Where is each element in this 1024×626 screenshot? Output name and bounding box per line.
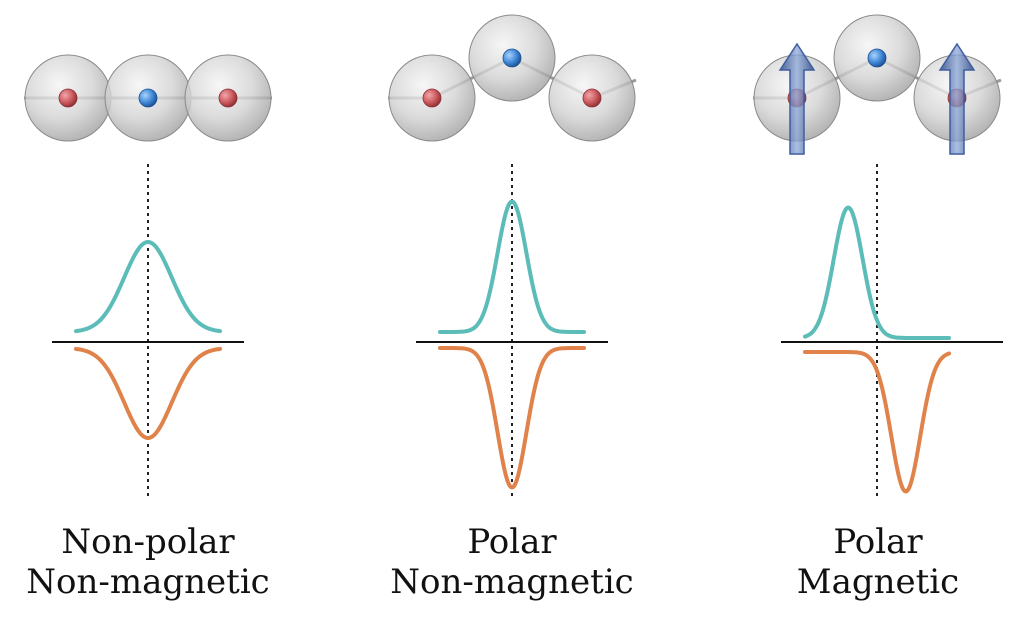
side-atom: [218, 88, 238, 108]
panel-1-label-line1: Non-polar: [61, 522, 235, 562]
spin-up-curve: [438, 199, 586, 334]
center-atom: [138, 88, 158, 108]
side-atom: [58, 88, 78, 108]
panel-1-label-line2: Non-magnetic: [26, 562, 270, 602]
spin-down-curve: [74, 346, 222, 441]
panel-2-label-line2: Non-magnetic: [390, 562, 634, 602]
spin-down-curve: [438, 346, 586, 490]
panel-2: [388, 14, 637, 500]
center-atom: [867, 48, 887, 68]
panel-1: [24, 54, 272, 500]
spin-up-curve: [803, 205, 951, 340]
panel-3: [753, 14, 1003, 500]
spin-up-curve: [74, 239, 222, 334]
panel-3-label-line1: Polar: [833, 522, 923, 562]
up-arrow-icon: [938, 42, 976, 155]
spin-down-curve: [803, 350, 951, 494]
side-atom: [582, 88, 602, 108]
panel-2-label-line1: Polar: [467, 522, 557, 562]
center-atom: [502, 48, 522, 68]
side-atom: [422, 88, 442, 108]
up-arrow-icon: [778, 42, 816, 155]
panel-3-label-line2: Magnetic: [796, 562, 960, 602]
